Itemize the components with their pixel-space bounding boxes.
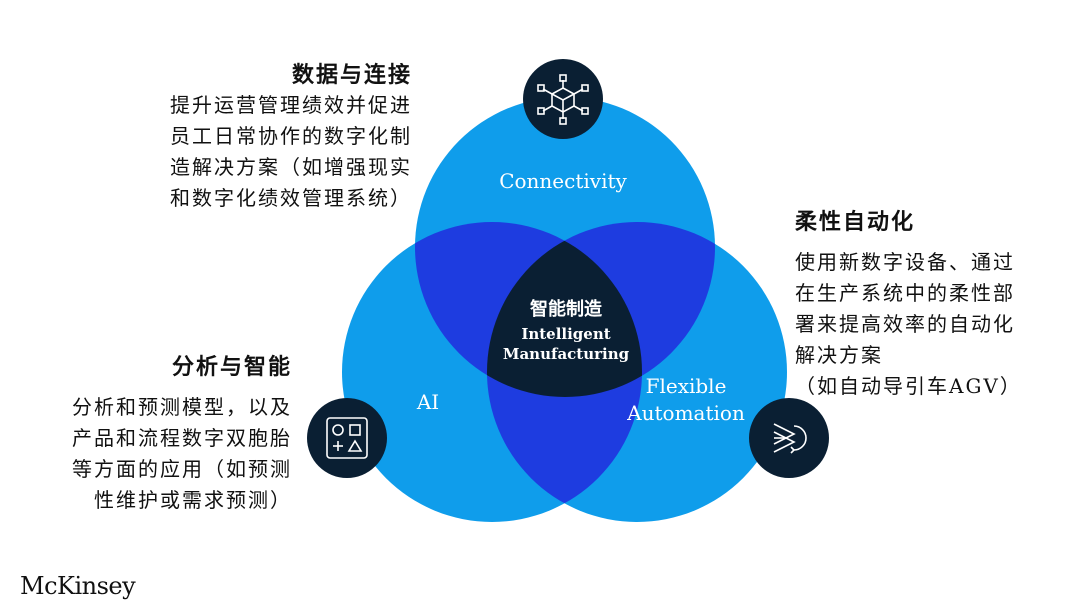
flexible-automation-heading: 柔性自动化 — [795, 209, 916, 235]
center-intersection — [487, 222, 642, 397]
center-title-cn: 智能制造 — [530, 298, 602, 320]
ai-text-line: 分析和预测模型，以及 — [72, 395, 292, 419]
mckinsey-logo: McKinsey — [20, 572, 136, 600]
flexible-label-line2: Automation — [626, 401, 745, 425]
ai-heading: 分析与智能 — [171, 354, 292, 380]
automation-arrows-icon — [749, 398, 829, 478]
center-title-en-line1: Intelligent — [521, 325, 610, 343]
connectivity-text-line: 员工日常协作的数字化制 — [170, 124, 412, 148]
flexible-automation-description: 柔性自动化 使用新数字设备、通过 在生产系统中的柔性部 署来提高效率的自动化 解… — [795, 207, 1022, 402]
connectivity-heading: 数据与连接 — [291, 62, 412, 88]
connectivity-text-line: 造解决方案（如增强现实 — [170, 155, 412, 179]
connectivity-label: Connectivity — [499, 169, 627, 193]
flexible-automation-text-line: （如自动导引车AGV） — [795, 374, 1022, 398]
flexible-label-line1: Flexible — [646, 374, 727, 398]
ai-description: 分析与智能 分析和预测模型，以及 产品和流程数字双胞胎 等方面的应用（如预测 性… — [72, 352, 292, 516]
connectivity-text-line: 和数字化绩效管理系统） — [170, 186, 412, 210]
ai-text-line: 产品和流程数字双胞胎 — [72, 426, 292, 450]
center-title-en-line2: Manufacturing — [503, 345, 630, 363]
ai-text-line: 性维护或需求预测） — [94, 488, 292, 512]
shapes-icon — [307, 398, 387, 478]
flexible-automation-text-line: 署来提高效率的自动化 — [795, 312, 1015, 336]
flexible-automation-text-line: 使用新数字设备、通过 — [795, 250, 1015, 274]
connectivity-text-line: 提升运营管理绩效并促进 — [170, 93, 412, 117]
flexible-automation-text-line: 解决方案 — [795, 343, 883, 367]
network-cube-icon — [523, 59, 603, 139]
connectivity-description: 数据与连接 提升运营管理绩效并促进 员工日常协作的数字化制 造解决方案（如增强现… — [170, 60, 412, 214]
ai-text-line: 等方面的应用（如预测 — [72, 457, 292, 481]
flexible-automation-text-line: 在生产系统中的柔性部 — [795, 281, 1015, 305]
ai-label: AI — [416, 390, 439, 414]
